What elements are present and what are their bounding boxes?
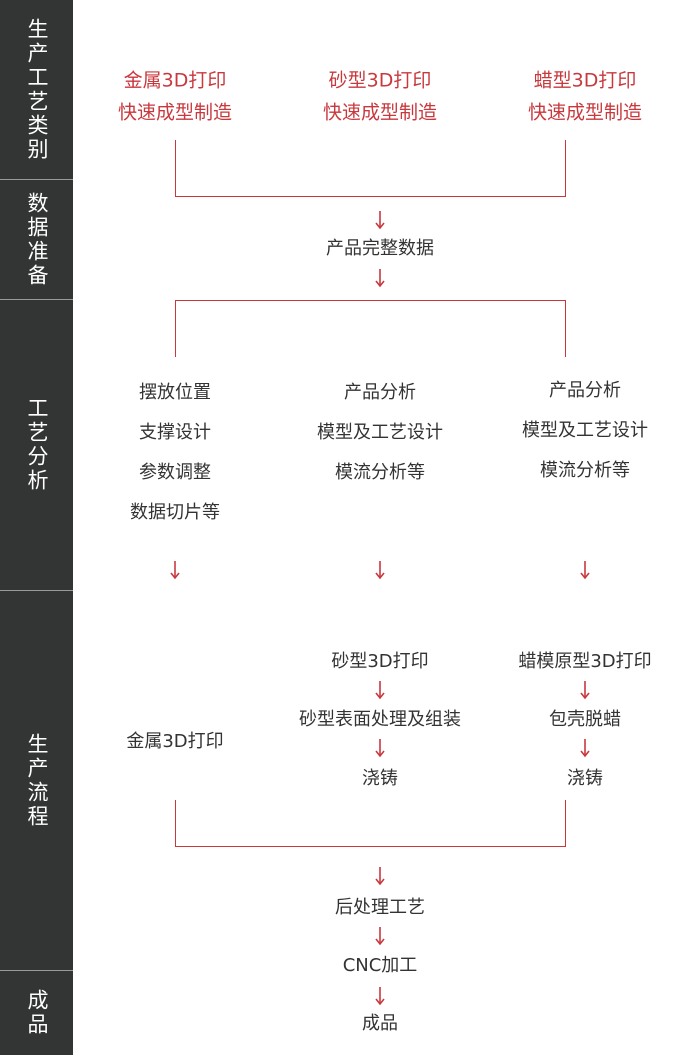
step-label: 模流分析等 <box>335 462 425 483</box>
step-label: 产品分析 <box>549 380 621 401</box>
step-label: 模型及工艺设计 <box>317 422 443 443</box>
category-subtitle: 快速成型制造 <box>527 101 643 124</box>
category-title: 砂型3D打印 <box>328 69 432 92</box>
stage-label: 工艺分析 <box>25 397 49 493</box>
arrow-down-icon <box>374 986 386 1006</box>
connector-line <box>175 140 176 197</box>
step-label: 砂型3D打印 <box>331 651 429 672</box>
connector-line <box>565 140 566 197</box>
stage-label: 生产工艺类别 <box>25 17 49 162</box>
connector-line <box>175 846 566 847</box>
arrow-down-icon <box>579 560 591 580</box>
step-label: 浇铸 <box>567 768 603 789</box>
arrow-down-icon <box>374 926 386 946</box>
step-label: 砂型表面处理及组装 <box>299 709 461 730</box>
step-label: 产品分析 <box>344 382 416 403</box>
connector-line <box>175 800 176 847</box>
connector-line <box>175 300 566 301</box>
step-label: 支撑设计 <box>139 422 211 443</box>
category-subtitle: 快速成型制造 <box>322 101 438 124</box>
sidebar: 生产工艺类别 数据准备 工艺分析 生产流程 成品 <box>0 0 73 1055</box>
connector-line <box>565 300 566 357</box>
arrow-down-icon <box>374 268 386 288</box>
arrow-down-icon <box>374 210 386 230</box>
arrow-down-icon <box>374 866 386 886</box>
arrow-down-icon <box>374 560 386 580</box>
stage-data-prep: 数据准备 <box>0 180 73 300</box>
category-title: 金属3D打印 <box>123 69 227 92</box>
stage-label: 成品 <box>25 989 49 1037</box>
arrow-down-icon <box>169 560 181 580</box>
step-label: 蜡模原型3D打印 <box>518 651 652 672</box>
arrow-down-icon <box>579 680 591 700</box>
category-title: 蜡型3D打印 <box>533 69 637 92</box>
connector-line <box>175 300 176 357</box>
stage-category: 生产工艺类别 <box>0 0 73 180</box>
category-subtitle: 快速成型制造 <box>117 101 233 124</box>
stage-label: 生产流程 <box>25 732 49 829</box>
stage-final: 成品 <box>0 971 73 1055</box>
step-label: 金属3D打印 <box>126 731 224 752</box>
arrow-down-icon <box>579 738 591 758</box>
arrow-down-icon <box>374 680 386 700</box>
stage-production: 生产流程 <box>0 591 73 971</box>
step-label: 摆放位置 <box>139 382 211 403</box>
step-label: 包壳脱蜡 <box>549 709 621 730</box>
connector-line <box>175 196 566 197</box>
stage-analysis: 工艺分析 <box>0 300 73 591</box>
connector-line <box>565 800 566 847</box>
step-label: 参数调整 <box>139 462 211 483</box>
step-label: 产品完整数据 <box>326 238 434 259</box>
step-label: 模型及工艺设计 <box>522 420 648 441</box>
stage-label: 数据准备 <box>25 191 49 288</box>
step-label: CNC加工 <box>342 955 418 976</box>
step-label: 后处理工艺 <box>335 897 425 918</box>
step-label: 模流分析等 <box>540 460 630 481</box>
step-label: 浇铸 <box>362 768 398 789</box>
step-label: 数据切片等 <box>130 502 220 523</box>
arrow-down-icon <box>374 738 386 758</box>
step-label: 成品 <box>362 1013 398 1034</box>
